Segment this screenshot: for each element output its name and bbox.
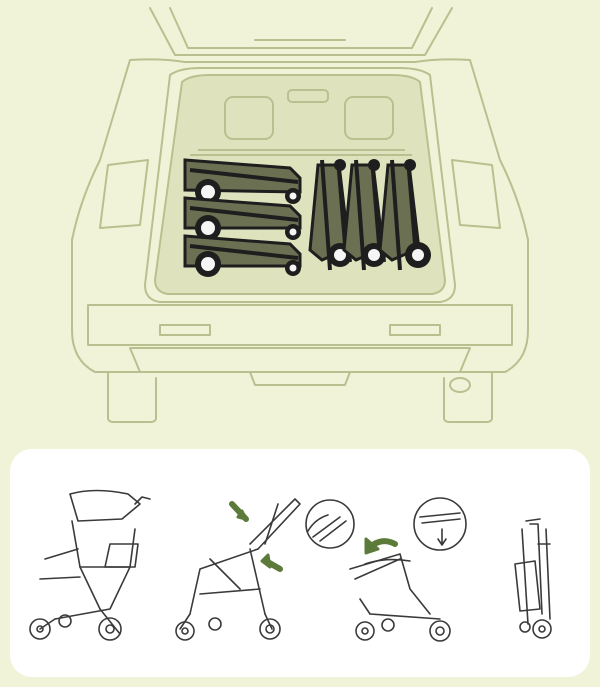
step-press-fold-buttons	[175, 498, 355, 641]
stacked-stroller	[183, 158, 302, 205]
car-rear-drawing	[71, 7, 529, 423]
right-rear-wheel	[443, 371, 493, 423]
upright-strollers	[308, 159, 431, 271]
right-tail-light	[451, 159, 501, 229]
fold-steps-drawing	[29, 489, 552, 642]
tailgate-lid	[149, 7, 453, 56]
rear-bumper	[87, 304, 513, 346]
car-illustration	[71, 7, 529, 423]
latch-zoom-circle	[413, 497, 467, 551]
step-fold-frame-forward	[349, 497, 467, 642]
stacked-strollers	[183, 158, 302, 277]
right-headrest	[344, 96, 394, 140]
fold-steps-card	[10, 449, 590, 677]
left-rear-wheel	[107, 371, 157, 423]
upright-stroller	[378, 159, 431, 271]
left-tail-light	[99, 159, 149, 229]
exhaust-pipe	[449, 377, 471, 393]
stacked-stroller	[183, 234, 302, 277]
step-stroller-open	[29, 489, 151, 641]
button-zoom-circle	[305, 499, 355, 549]
car-body-outline	[71, 58, 529, 373]
stacked-stroller	[183, 196, 302, 241]
left-headrest	[224, 96, 274, 140]
step-stroller-folded-upright	[514, 518, 552, 639]
